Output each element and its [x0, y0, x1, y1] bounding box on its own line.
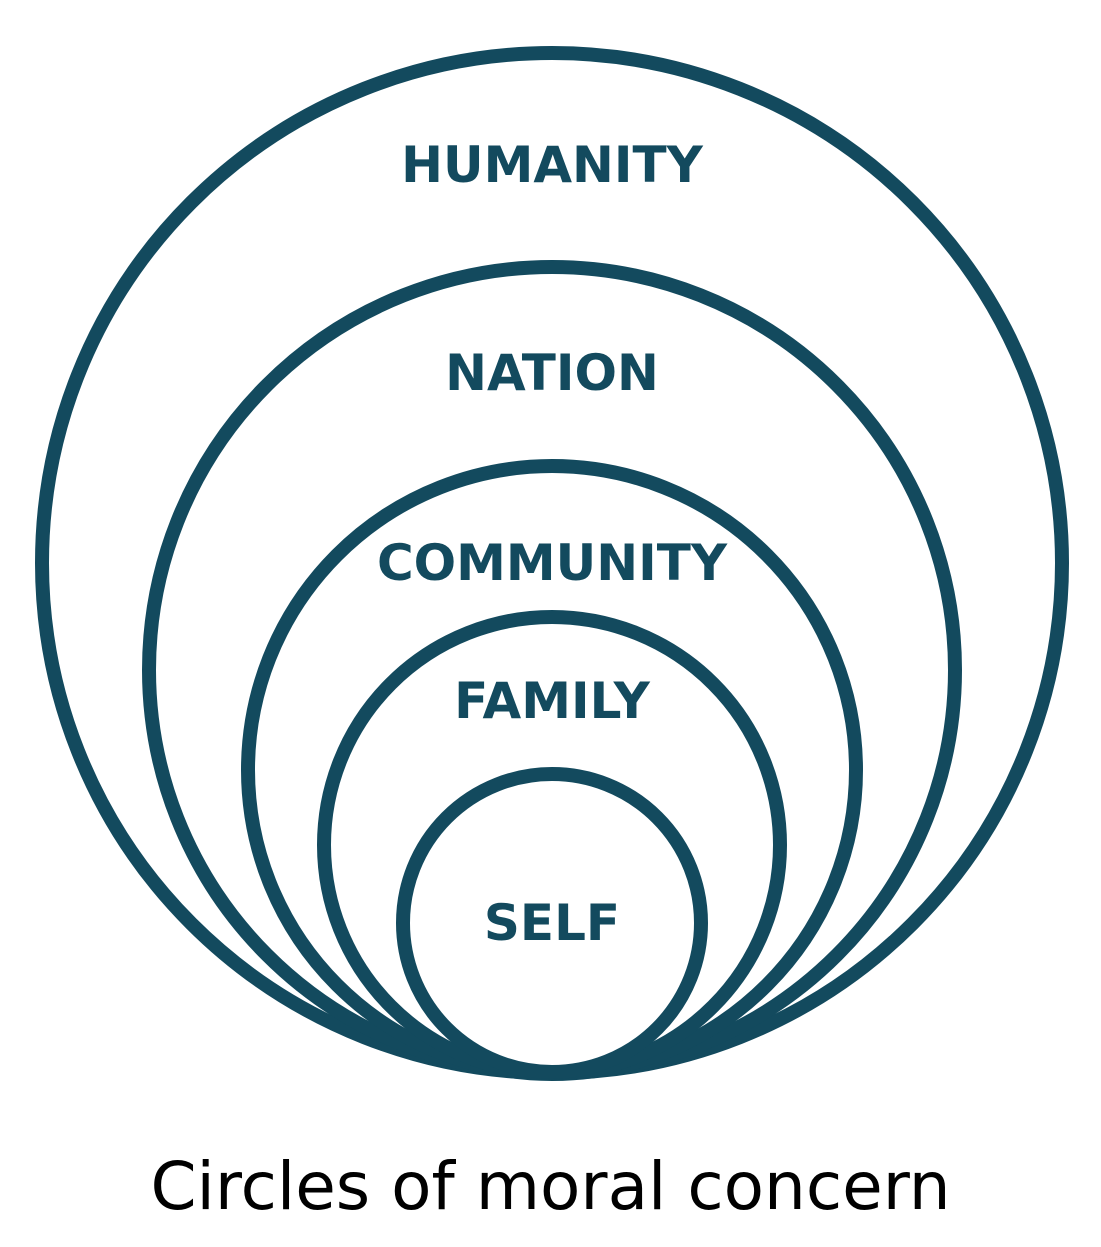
circle-label-humanity: HUMANITY: [401, 136, 703, 194]
circle-label-community: COMMUNITY: [377, 534, 728, 592]
nested-circles-diagram: HUMANITY NATION COMMUNITY FAMILY SELF: [35, 46, 1069, 1081]
circle-label-self: SELF: [484, 894, 620, 952]
rings-layer: [35, 46, 1069, 1081]
circle-label-nation: NATION: [445, 344, 659, 402]
diagram-caption: Circles of moral concern: [150, 1148, 951, 1225]
labels-layer: HUMANITY NATION COMMUNITY FAMILY SELF: [377, 136, 728, 952]
circle-self: [396, 767, 708, 1079]
circle-label-family: FAMILY: [454, 672, 651, 730]
